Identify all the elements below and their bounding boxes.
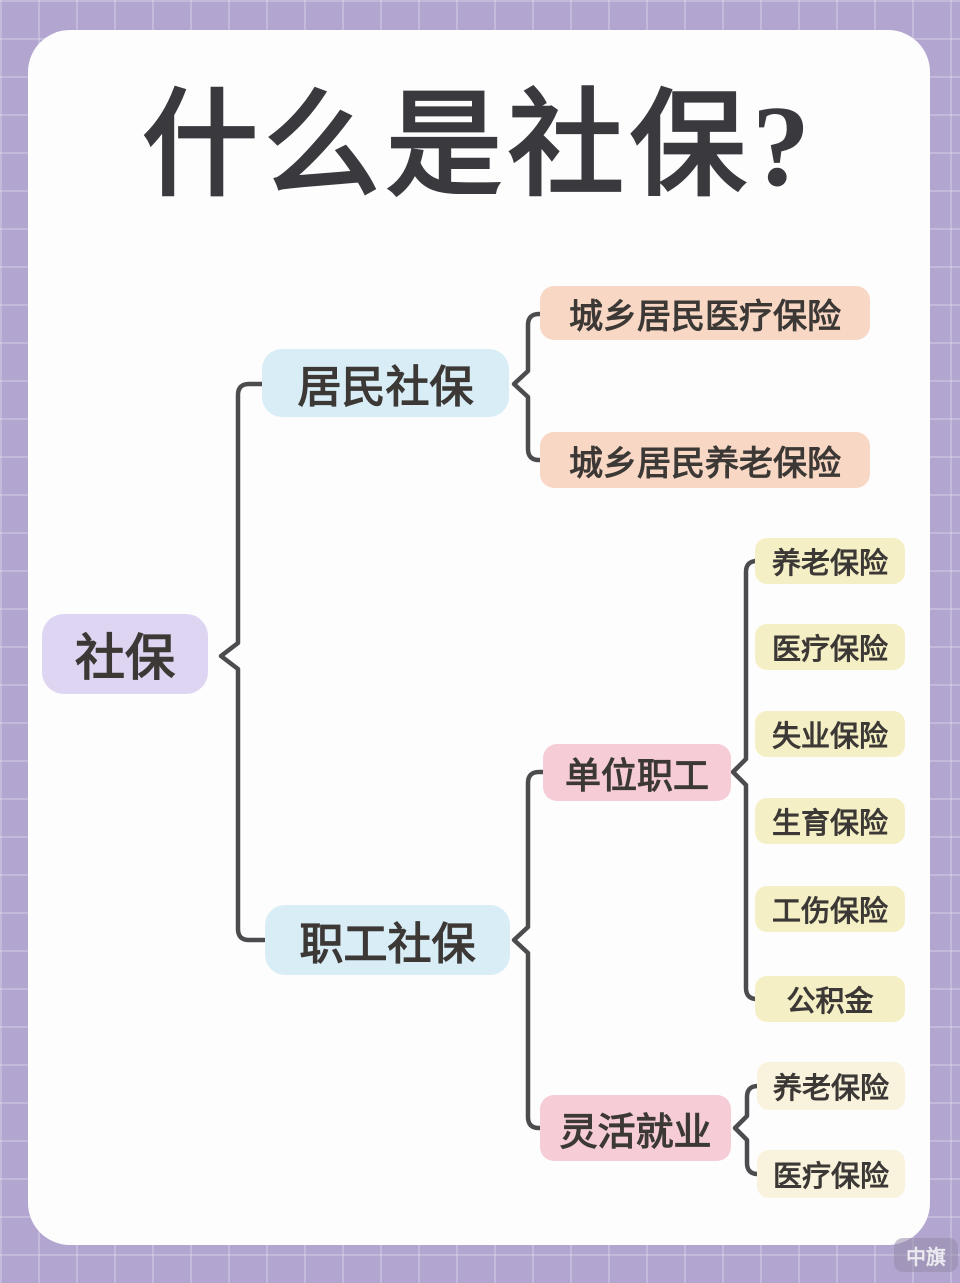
node-pension-insurance: 养老保险 [755, 538, 905, 584]
node-medical-insurance: 医疗保险 [755, 624, 905, 670]
watermark-badge: 中旗 [894, 1238, 958, 1272]
node-unemployment-insurance: 失业保险 [755, 711, 905, 757]
node-urban-rural-medical-insurance: 城乡居民医疗保险 [540, 286, 870, 340]
node-work-injury-insurance: 工伤保险 [755, 886, 905, 932]
node-housing-fund: 公积金 [755, 976, 905, 1022]
node-flexible-pension-insurance: 养老保险 [757, 1062, 905, 1110]
watermark-text: 中旗 [906, 1246, 946, 1269]
node-urban-rural-pension-insurance: 城乡居民养老保险 [540, 432, 870, 488]
node-flexible-employment: 灵活就业 [540, 1095, 731, 1161]
node-flexible-medical-insurance: 医疗保险 [757, 1150, 905, 1198]
node-resident-social-insurance: 居民社保 [262, 349, 509, 417]
page-title: 什么是社保? [142, 83, 816, 211]
node-employee-social-insurance: 职工社保 [265, 905, 510, 975]
node-social-insurance-root: 社保 [42, 614, 208, 694]
node-maternity-insurance: 生育保险 [755, 798, 905, 844]
node-unit-employee: 单位职工 [543, 744, 731, 801]
